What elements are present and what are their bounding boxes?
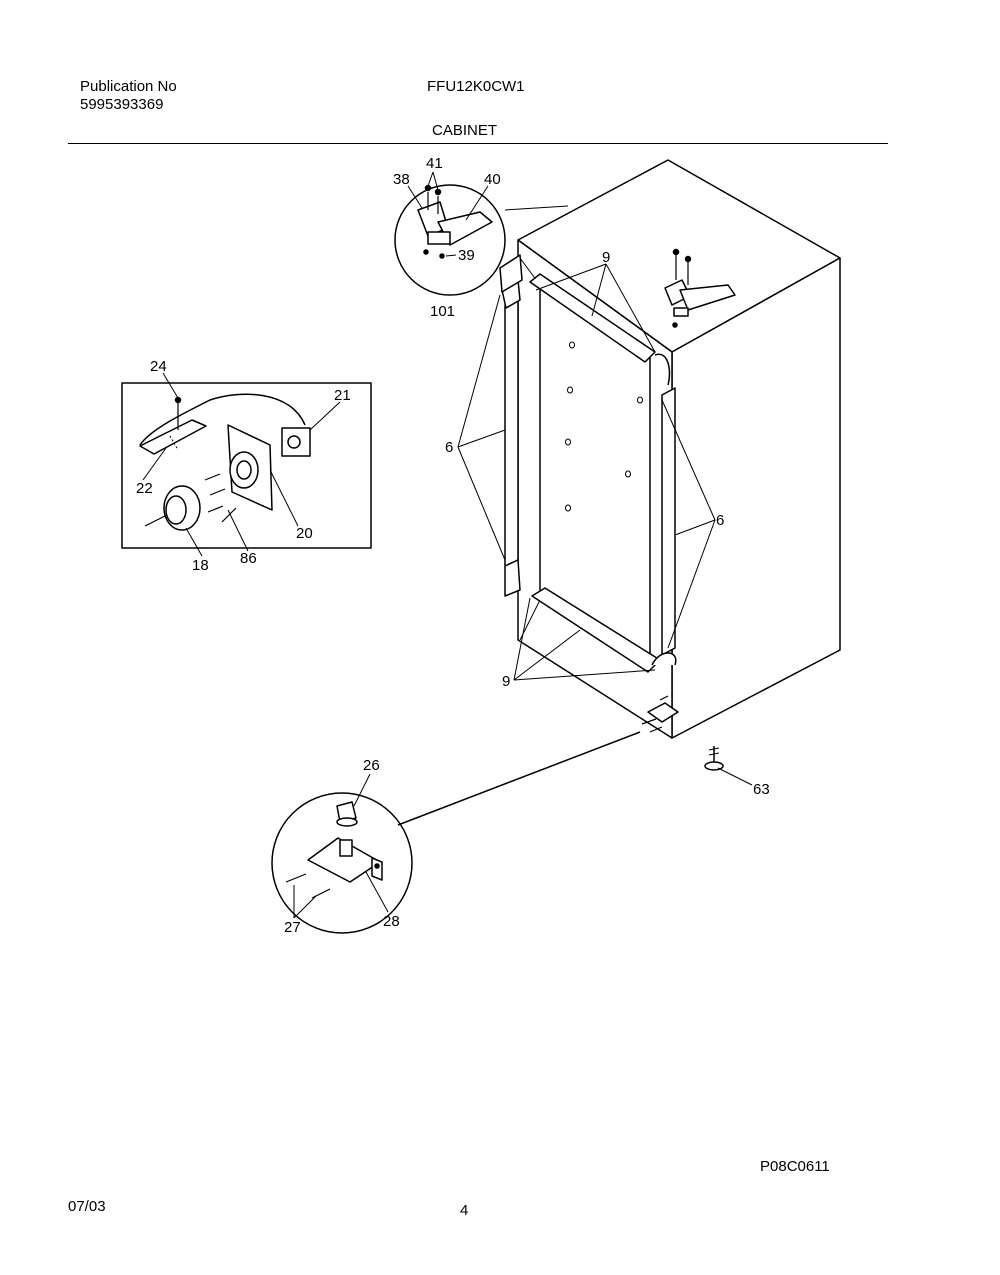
callout-26: 26 — [363, 757, 380, 774]
header-rule — [68, 143, 888, 144]
publication-number: 5995393369 — [80, 96, 164, 113]
callout-21: 21 — [334, 387, 351, 404]
publication-date: 07/03 — [68, 1198, 106, 1215]
callout-9-bottom: 9 — [502, 673, 510, 690]
bottom-hinge-cabinet — [641, 695, 679, 733]
callout-6-left: 6 — [445, 439, 453, 456]
callout-18: 18 — [192, 557, 209, 574]
callout-24: 24 — [150, 358, 167, 375]
callout-86: 86 — [240, 550, 257, 567]
cabinet-body — [517, 159, 841, 739]
callout-101: 101 — [430, 303, 455, 320]
callout-20: 20 — [296, 525, 313, 542]
control-inset — [121, 382, 372, 549]
callout-9-top: 9 — [602, 249, 610, 266]
callout-27: 27 — [284, 919, 301, 936]
callout-40: 40 — [484, 171, 501, 188]
callout-22: 22 — [136, 480, 153, 497]
model-number: FFU12K0CW1 — [427, 78, 525, 95]
door-breaker-strips — [499, 254, 677, 673]
top-hinge-cabinet — [664, 248, 736, 328]
bottom-hinge-detail — [271, 731, 641, 934]
callout-41: 41 — [426, 155, 443, 172]
section-title: CABINET — [432, 122, 498, 139]
callout-6-right: 6 — [716, 512, 724, 529]
callout-63: 63 — [753, 781, 770, 798]
leader-lines — [142, 171, 753, 919]
callout-38: 38 — [393, 171, 410, 188]
page-number: 4 — [460, 1202, 469, 1219]
publication-label: Publication No — [80, 78, 177, 95]
callout-28: 28 — [383, 913, 400, 930]
callout-39: 39 — [458, 247, 475, 264]
callout-labels: 41 38 40 39 101 9 6 6 9 24 21 22 20 18 8… — [136, 155, 770, 936]
drawing-id: P08C0611 — [760, 1158, 830, 1175]
top-hinge-detail — [394, 184, 569, 296]
leveling-leg — [704, 746, 724, 771]
